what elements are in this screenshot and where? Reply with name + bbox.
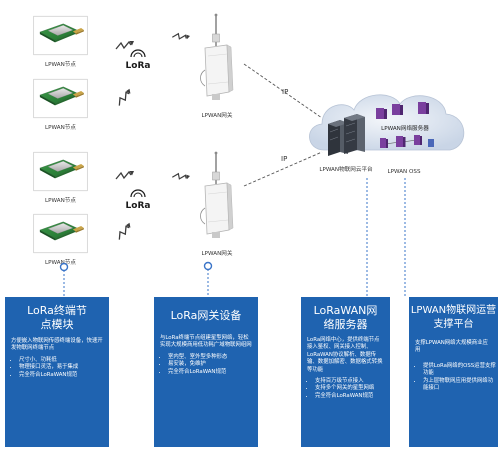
lora-logo-text: LoRa [126,61,151,71]
ip-label-2: IP [281,155,287,163]
oss-label: LPWAN OSS [387,169,420,175]
card-description: 支撑LPWAN网络大规模商业应用 [415,340,488,354]
card-bullet: 支持多个网关的星型网络 [315,385,390,392]
lpwan-node-module-4: LPWAN节点 [33,213,88,266]
network-server-icon [376,102,429,119]
card-title: LPWAN物联网运营支撑平台 [410,305,497,330]
module-label-3: LPWAN节点 [45,196,76,204]
lora-logo-1: LoRa [126,49,151,71]
card-description: LoRa网络中心，提供终端节点接入鉴权、网关接入控制、LoRaWAN协议解析、数… [307,337,383,373]
card-bullet: 易安装，免维护 [168,361,258,368]
card-bullet: 物理接口灵活，易于集成 [19,364,109,371]
lpwan-gateway-2: LPWAN网关 [199,150,234,257]
gateway-label-2: LPWAN网关 [202,249,233,257]
card-title: LoRa网关设备 [170,309,242,322]
card-bullet: 完全符合LoRaWAN规范 [19,372,109,379]
module-label-2: LPWAN节点 [45,123,76,131]
card-network-server: LoRaWAN网络服务器 LoRa网络中心，提供终端节点接入鉴权、网关接入控制、… [301,297,390,447]
gateway-label-1: LPWAN网关 [202,111,233,119]
card-description: 方便嵌入物联网传感终端设备，快速开发物联网终端节点 [11,338,103,352]
card-bullet: 提供LoRa网络的OSS运营支撑功能 [423,363,498,378]
card-node-module: LoRa终端节点模块 方便嵌入物联网传感终端设备，快速开发物联网终端节点 尺寸小… [5,297,109,447]
lpwan-gateway-1: LPWAN网关 [199,12,234,119]
ip-link-line-1 [243,63,323,119]
card-bullet: 室内型、室外型多种形态 [168,354,258,361]
radio-link-icon [115,40,135,50]
lpwan-node-module-2: LPWAN节点 [33,78,88,131]
card-bullet-list: 室内型、室外型多种形态 易安装，免维护 完全符合LoRaWAN规范 [154,354,258,376]
card-bullet-list: 尺寸小、功耗低 物理接口灵活，易于集成 完全符合LoRaWAN规范 [5,357,109,379]
card-bullet: 完全符合LoRaWAN规范 [168,369,258,376]
server-rack-icon [328,114,365,156]
card-gateway: LoRa网关设备 与LoRa终端节点组建星型网络，轻松实现大规模商用低功耗广域物… [154,297,258,447]
radio-link-icon [171,169,191,184]
lpwan-node-module-1: LPWAN节点 [33,15,88,68]
card-bullet: 完全符合LoRaWAN规范 [315,393,390,400]
card-bullet-list: 提供LoRa网络的OSS运营支撑功能 为上层物联网应用提供网络功能接口 [409,363,498,393]
oss-server-icon [380,135,434,148]
connector-gateway [203,261,213,297]
radio-link-icon [114,222,135,241]
card-bullet-list: 支持百万级节点接入 支持多个网关的星型网络 完全符合LoRaWAN规范 [301,378,390,400]
ip-link-line-2 [243,151,323,187]
connector-node [59,262,69,297]
card-bullet: 尺寸小、功耗低 [19,357,109,364]
radio-link-icon [115,170,135,180]
radio-link-icon [114,88,135,107]
module-label-4: LPWAN节点 [45,258,76,266]
card-title: LoRa终端节点模块 [27,304,87,331]
radio-link-icon [171,29,191,44]
card-oss-platform: LPWAN物联网运营支撑平台 支撑LPWAN网络大规模商业应用 提供LoRa网络… [409,297,498,447]
card-bullet: 支持百万级节点接入 [315,378,390,385]
card-bullet: 为上层物联网应用提供网络功能接口 [423,378,498,393]
lora-logo-text: LoRa [126,201,151,211]
server-label: LPWAN网络服务器 [381,124,429,132]
cloud-platform-label: LPWAN物联网云平台 [319,165,373,173]
lpwan-node-module-3: LPWAN节点 [33,151,88,204]
lora-logo-2: LoRa [126,189,151,211]
card-title: LoRaWAN网络服务器 [313,304,378,331]
module-label-1: LPWAN节点 [45,60,76,68]
card-description: 与LoRa终端节点组建星型网络，轻松实现大规模商用低功耗广域物联网组网 [160,335,252,349]
ip-label-1: IP [282,88,288,96]
